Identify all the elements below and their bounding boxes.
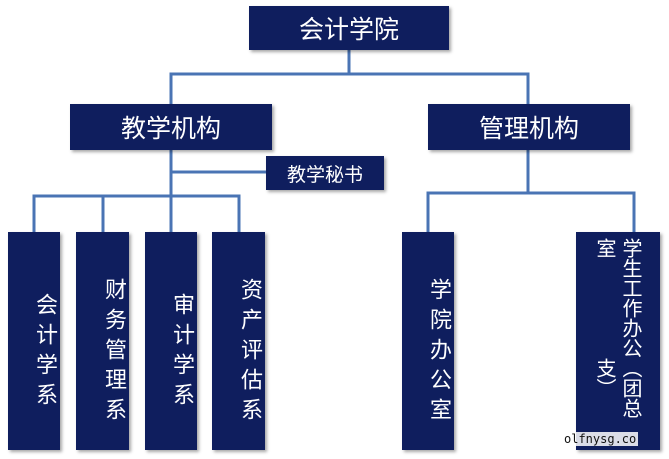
secretary-label: 教学秘书 [286,163,363,186]
root-label: 会计学院 [298,15,399,44]
department-node: 审计学系 [145,232,197,450]
department-node: 资产评估系 [212,232,265,450]
office-node: 学生工作办公室 （团总支） [576,232,660,450]
office-label: 学院办公室 [426,278,451,428]
department-node: 财务管理系 [76,232,129,450]
teaching-node: 教学机构 [70,104,272,150]
department-label: 审计学系 [169,293,194,413]
office-label: 学生工作办公室 [593,238,643,358]
secretary-node: 教学秘书 [266,156,384,190]
department-label: 财务管理系 [101,278,126,428]
office-sub-label: （团总支） [593,358,643,419]
department-label: 会计学系 [32,293,57,413]
root-node: 会计学院 [249,6,449,50]
teaching-label: 教学机构 [120,114,221,143]
department-node: 会计学系 [8,232,60,450]
department-label: 资产评估系 [237,278,262,428]
watermark: olfnysg.co [562,432,639,446]
management-node: 管理机构 [428,104,630,150]
management-label: 管理机构 [478,114,579,143]
office-node: 学院办公室 [402,232,454,450]
